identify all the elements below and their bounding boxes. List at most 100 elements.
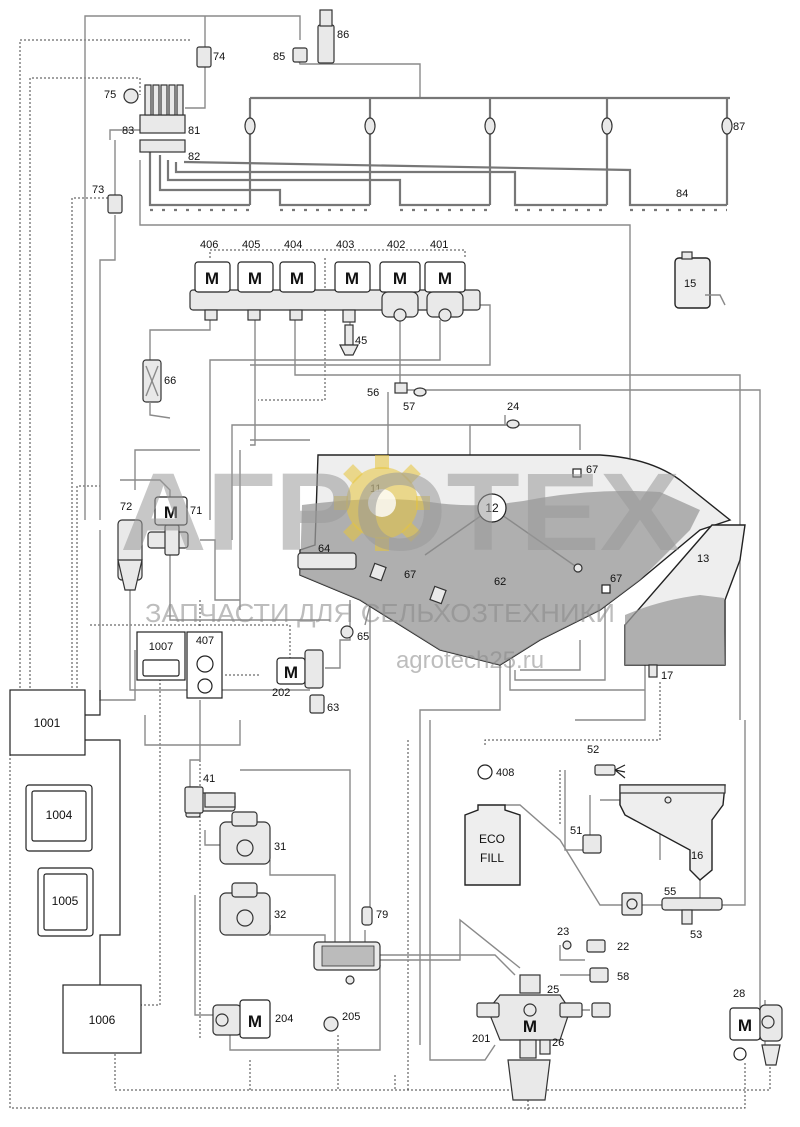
motor-28: M (738, 1016, 752, 1035)
label-62: 62 (494, 576, 506, 588)
label-402: 402 (387, 239, 405, 251)
label-405: 405 (242, 239, 260, 251)
label-65: 65 (357, 631, 369, 643)
label-406: 406 (200, 239, 218, 251)
label-45: 45 (355, 335, 367, 347)
label-26: 26 (552, 1037, 564, 1049)
valve-28 (729, 1004, 783, 1066)
label-28: 28 (733, 988, 745, 1000)
eco-fill-line2: FILL (480, 851, 504, 865)
label-86: 86 (337, 29, 349, 41)
label-22: 22 (617, 941, 629, 953)
label-71: 71 (190, 505, 202, 517)
label-401: 401 (430, 239, 448, 251)
label-41: 41 (203, 773, 215, 785)
label-202: 202 (272, 687, 290, 699)
eco-fill-line1: ECO (479, 832, 505, 846)
label-201: 201 (472, 1033, 490, 1045)
label-63: 63 (327, 702, 339, 714)
small-components (184, 382, 658, 814)
label-16: 16 (691, 850, 703, 862)
section-valve-manifold (189, 261, 481, 356)
box-labels: 1001 1004 1005 1006 1007 407 ECO FILL (34, 635, 505, 1027)
label-12: 12 (485, 501, 499, 515)
distribution-valve-25 (476, 974, 583, 1101)
label-64: 64 (318, 543, 330, 555)
motor-202: M (284, 663, 298, 682)
filter-66 (142, 359, 171, 419)
watermark-site: agrotech25.ru (396, 647, 544, 674)
label-51: 51 (570, 825, 582, 837)
flush-tank (624, 524, 746, 666)
label-67c: 67 (610, 573, 622, 585)
part-labels: 74 86 85 75 83 81 82 87 73 84 15 406 405… (92, 29, 745, 1049)
label-23: 23 (557, 926, 569, 938)
motor-406: M (205, 269, 219, 288)
label-408: 408 (496, 767, 514, 779)
label-15: 15 (684, 278, 696, 290)
label-67a: 67 (586, 464, 598, 476)
label-85: 85 (273, 51, 285, 63)
motor-404: M (290, 269, 304, 288)
label-32: 32 (274, 909, 286, 921)
label-404: 404 (284, 239, 302, 251)
label-204: 204 (275, 1013, 293, 1025)
valves-51-55 (477, 764, 723, 925)
boom-nozzles (150, 117, 733, 212)
label-1006: 1006 (89, 1013, 116, 1027)
label-1007: 1007 (149, 641, 173, 653)
label-72: 72 (120, 501, 132, 513)
label-56: 56 (367, 387, 379, 399)
motor-actuators: M M M M M M M M M M M (164, 269, 752, 1036)
label-24: 24 (507, 401, 519, 413)
label-53: 53 (690, 929, 702, 941)
label-55: 55 (664, 886, 676, 898)
motor-71: M (164, 503, 178, 522)
agitator-valve-202 (276, 625, 354, 714)
label-57: 57 (403, 401, 415, 413)
watermark: АГРОТЕХ ЗАПЧАСТИ ДЛЯ СЕЛЬХОЗТЕХНИКИ agro… (120, 451, 680, 674)
label-13: 13 (697, 553, 709, 565)
induction-hopper (619, 784, 726, 881)
label-74: 74 (213, 51, 225, 63)
suction-filter (313, 906, 381, 985)
motor-402: M (393, 269, 407, 288)
label-1001: 1001 (34, 716, 61, 730)
label-17: 17 (661, 670, 673, 682)
label-1004: 1004 (46, 808, 73, 822)
clean-water-tank (674, 251, 726, 309)
label-67b: 67 (404, 569, 416, 581)
label-87: 87 (733, 121, 745, 133)
motor-204: M (248, 1012, 262, 1031)
tank-marker-12: 12 (477, 493, 507, 523)
pump-86 (292, 9, 335, 64)
watermark-brand: АГРОТЕХ (120, 451, 680, 574)
pipe-network (84, 15, 766, 1061)
label-79: 79 (376, 909, 388, 921)
main-pump-204 (212, 999, 339, 1039)
label-84: 84 (676, 188, 688, 200)
watermark-subtitle: ЗАПЧАСТИ ДЛЯ СЕЛЬХОЗТЕХНИКИ (145, 598, 615, 628)
label-25: 25 (547, 984, 559, 996)
motor-403: M (345, 269, 359, 288)
motor-25: M (523, 1017, 537, 1036)
outlet-couplings (562, 939, 611, 1018)
label-1005: 1005 (52, 894, 79, 908)
label-52: 52 (587, 744, 599, 756)
pressure-filter-valve (117, 496, 189, 591)
label-73: 73 (92, 184, 104, 196)
label-82: 82 (188, 151, 200, 163)
label-58: 58 (617, 971, 629, 983)
label-31: 31 (274, 841, 286, 853)
label-83: 83 (122, 125, 134, 137)
label-66: 66 (164, 375, 176, 387)
eco-fill-container (464, 804, 521, 886)
label-205: 205 (342, 1011, 360, 1023)
label-407: 407 (196, 635, 214, 647)
motor-401: M (438, 269, 452, 288)
label-403: 403 (336, 239, 354, 251)
label-75: 75 (104, 89, 116, 101)
nozzle-valve-block (107, 46, 212, 214)
label-81: 81 (188, 125, 200, 137)
